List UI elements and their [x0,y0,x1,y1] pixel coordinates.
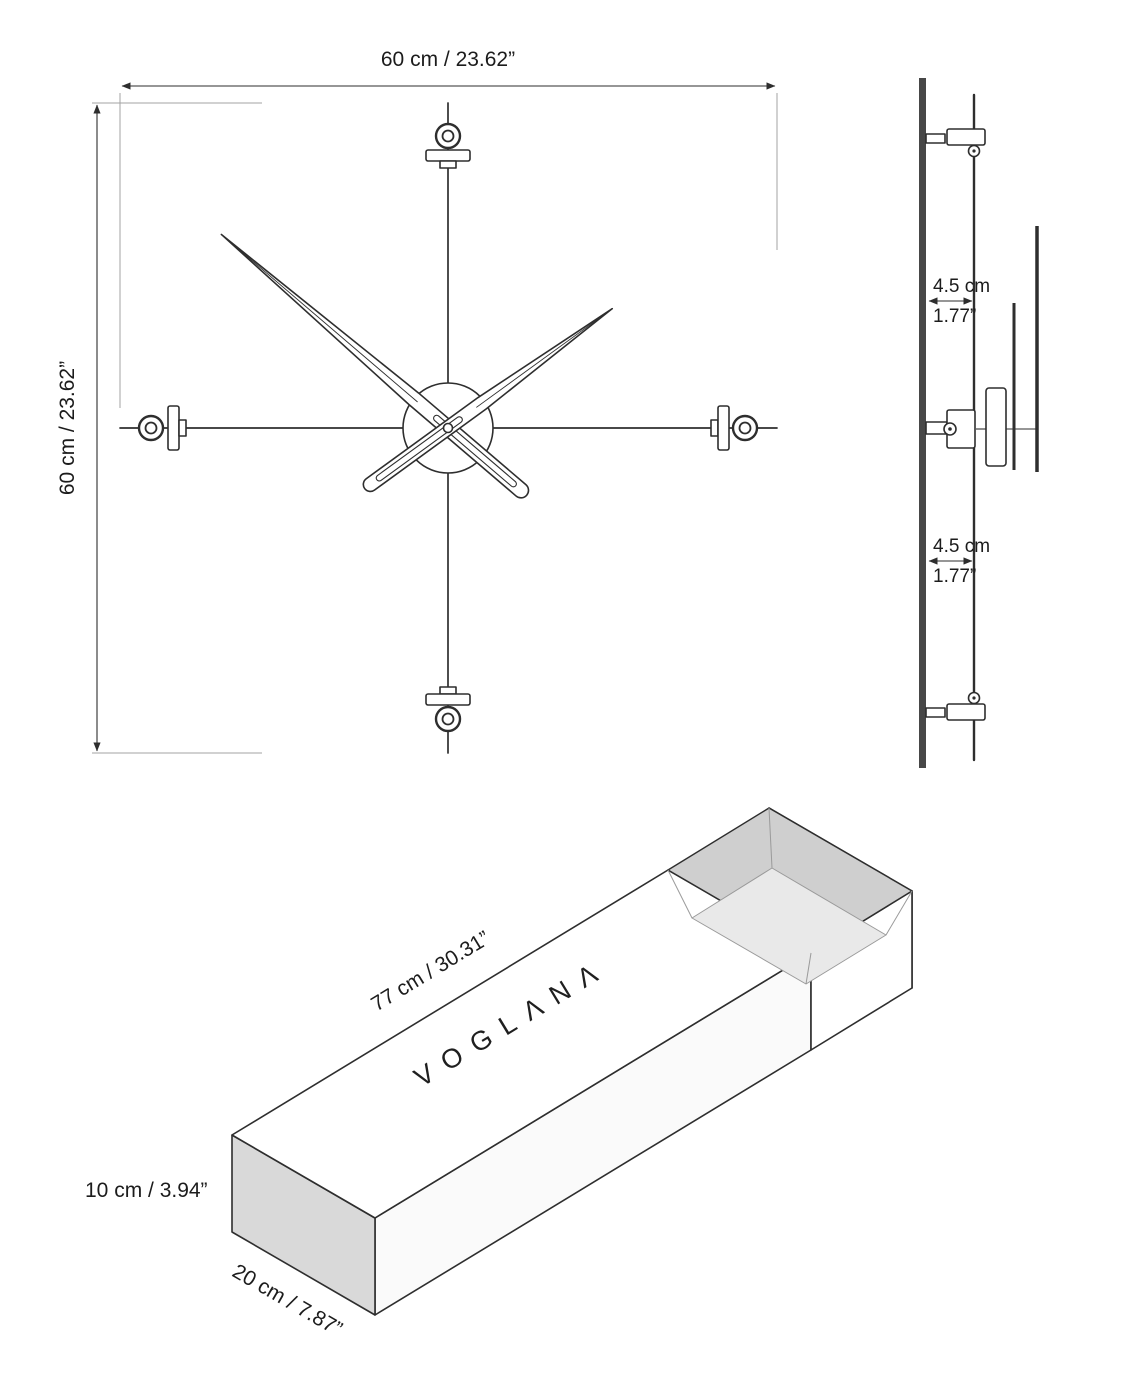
middle-mount [925,226,1039,472]
tray-inner-edge [805,952,812,985]
minute-hand [220,233,530,499]
lower-offset-cm-label: 4.5 cm [933,536,990,557]
clamp-body [946,128,986,146]
clamp-wedge [710,419,719,437]
wall-pin [925,707,946,718]
right-fitting [710,405,759,451]
movement-housing [985,387,1007,467]
box-height-label: 10 cm / 3.94” [85,1179,208,1202]
clamp-bar [167,405,180,451]
lower-offset-dimension: 4.5 cm 1.77” [928,536,990,587]
ring-hole [441,712,455,726]
ring-hole [738,421,752,435]
wall [919,78,926,768]
upper-offset-inch-label: 1.77” [933,306,976,327]
minute-hand-slot [433,414,517,488]
lower-offset-inch-label: 1.77” [933,566,976,587]
hour-hand [362,307,614,493]
wall-pin [925,133,946,144]
tray-inner-edge [885,890,913,936]
width-dimension-label: 60 cm / 23.62” [381,48,515,71]
clamp-bar [425,693,471,706]
height-dimension: 60 cm / 23.62” [56,102,262,754]
tray-inner-edge [768,807,773,869]
top-fitting [425,122,471,169]
bottom-fitting [425,686,471,733]
top-mount [925,128,986,158]
left-fitting [137,405,187,451]
knob-dot [972,696,976,700]
clamp-wedge [439,686,457,695]
upper-offset-dimension: 4.5 cm 1.77” [928,276,990,327]
upper-offset-cm-label: 4.5 cm [933,276,990,297]
ring-hole [441,129,455,143]
front-view: 60 cm / 23.62” 60 cm / 23.62” [56,48,778,754]
clamp-wedge [439,160,457,169]
bottom-mount [925,691,986,721]
height-dimension-label: 60 cm / 23.62” [56,361,79,495]
tray-inner-edge [667,869,693,919]
clamp-wedge [178,419,187,437]
hour-hand-slot [375,416,463,482]
clamp-body [946,703,986,721]
box-view: VOGLΛNΛ 77 cm / 30.31” 10 cm / 3.94” 20 … [85,807,913,1341]
width-dimension: 60 cm / 23.62” [119,48,778,408]
knob-dot [948,427,952,431]
hour-hand-ridge [476,314,605,408]
side-view: 4.5 cm 1.77” 4.5 cm 1.77” [919,78,1039,768]
clamp-bar [717,405,730,451]
ring-hole [144,421,158,435]
knob-dot [972,149,976,153]
clamp-bar [425,149,471,162]
center-hub [442,422,454,434]
minute-hand-ridge [230,241,418,403]
clock-front-drawing [119,102,778,754]
